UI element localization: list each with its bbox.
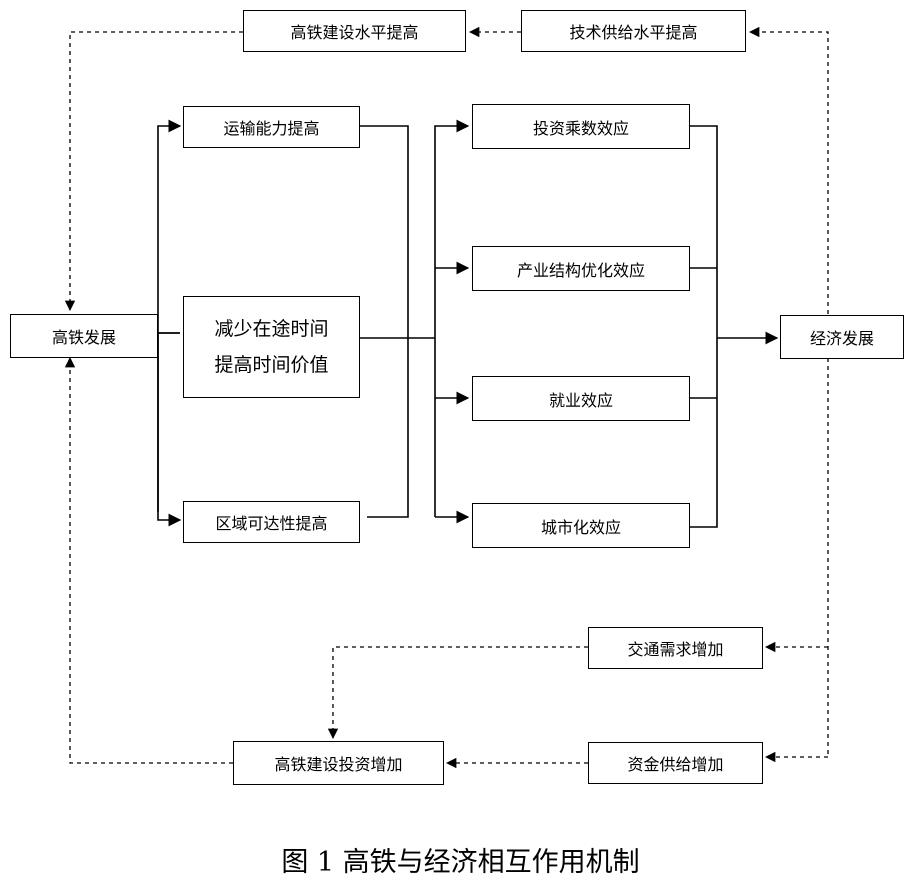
node-jishu-gongji: 技术供给水平提高 <box>521 10 746 52</box>
dashed-shuiping-to-gaotie <box>64 31 243 312</box>
dashed-touzi-to-gaotie <box>64 356 233 764</box>
node-jianshao-zaitu: 减少在途时间 提高时间价值 <box>183 296 360 398</box>
figure-caption: 图 1 高铁与经济相互作用机制 <box>281 847 640 878</box>
node-gaotie-jianshe-shuiping: 高铁建设水平提高 <box>243 10 466 52</box>
arrow-to-yunshu <box>157 119 182 512</box>
node-quyu-kedaxing: 区域可达性提高 <box>183 501 360 543</box>
node-jingji-fazhan: 经济发展 <box>780 315 904 359</box>
node-chengshihua: 城市化效应 <box>472 503 690 548</box>
dashed-jingji-to-jishu <box>748 26 829 314</box>
node-touzi-chengshu: 投资乘数效应 <box>472 104 690 149</box>
node-jiaotong-xuqiu: 交通需求增加 <box>588 627 763 669</box>
node-gaotie-fazhan: 高铁发展 <box>10 314 158 358</box>
line-yunshu-out <box>360 125 409 518</box>
node-gaotie-jianshe-touzi: 高铁建设投资增加 <box>233 741 444 785</box>
node-yunshu-nengli: 运输能力提高 <box>183 106 360 148</box>
arrow-to-jianshao <box>157 333 182 527</box>
line-effects-out <box>690 125 718 528</box>
dashed-jiaotong-to-touzi <box>327 646 588 740</box>
arrow-to-touzi <box>434 119 470 517</box>
node-zijin-gongji: 资金供给增加 <box>588 742 763 784</box>
node-jiuye: 就业效应 <box>472 376 690 421</box>
node-chanye-jiegou: 产业结构优化效应 <box>472 246 690 291</box>
